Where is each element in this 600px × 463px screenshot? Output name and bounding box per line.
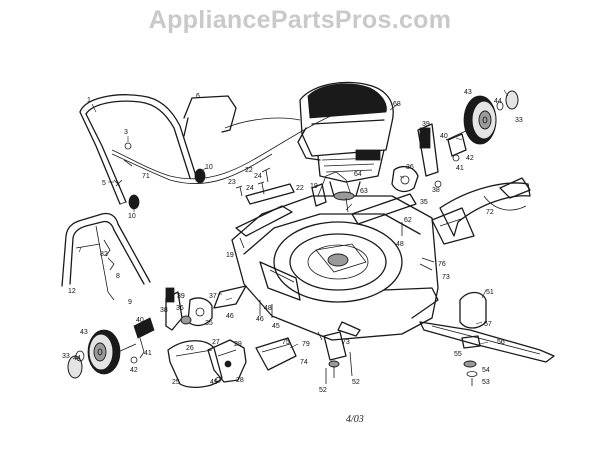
lbl-3: 3 — [124, 129, 128, 136]
lbl-51: 51 — [486, 289, 494, 296]
lbl-42a: 42 — [130, 367, 138, 374]
mounting-plate — [351, 193, 417, 225]
lbl-10b: 10 — [205, 164, 213, 171]
lbl-74: 74 — [300, 359, 308, 366]
lbl-10a: 10 — [128, 213, 136, 220]
lbl-48a: 48 — [264, 305, 272, 312]
lbl-36a: 36 — [176, 305, 184, 312]
cutting-blade — [419, 291, 555, 386]
lbl-57: 57 — [484, 321, 492, 328]
lbl-36b: 36 — [406, 164, 414, 171]
lbl-49: 49 — [210, 379, 218, 386]
front-left-wheel — [67, 317, 155, 379]
lbl-8: 8 — [116, 273, 120, 280]
lbl-41a: 41 — [144, 350, 152, 357]
lbl-1: 1 — [87, 97, 91, 104]
lbl-9: 9 — [128, 299, 132, 306]
lbl-54: 54 — [482, 367, 490, 374]
lbl-46b: 46 — [256, 316, 264, 323]
lbl-52b: 52 — [352, 379, 360, 386]
lbl-44a: 44 — [73, 355, 81, 362]
lbl-75: 75 — [282, 339, 290, 346]
rear-guard — [439, 177, 531, 237]
rear-right-wheel — [445, 90, 519, 162]
lbl-22b: 22 — [296, 185, 304, 192]
lbl-38b: 38 — [432, 187, 440, 194]
lbl-48b: 48 — [396, 241, 404, 248]
leader-lines — [91, 89, 509, 349]
diagram-page-code: 4/03 — [346, 414, 364, 425]
lbl-24a: 24 — [246, 185, 254, 192]
lbl-12: 12 — [68, 288, 76, 295]
lbl-53: 53 — [482, 379, 490, 386]
lbl-35b: 35 — [420, 199, 428, 206]
lbl-35a: 35 — [205, 320, 213, 327]
site-watermark: AppliancePartsPros.com — [148, 6, 452, 34]
lbl-63: 63 — [360, 188, 368, 195]
lbl-62: 62 — [404, 217, 412, 224]
left-height-adjuster — [165, 287, 213, 331]
engine — [297, 81, 394, 213]
lower-handle — [61, 212, 151, 301]
lbl-45: 45 — [272, 323, 280, 330]
lbl-82: 82 — [100, 251, 108, 258]
lbl-33b: 33 — [515, 117, 523, 124]
lbl-64: 64 — [354, 171, 362, 178]
control-bar — [183, 95, 237, 137]
lbl-76: 76 — [438, 261, 446, 268]
lbl-33a: 33 — [62, 353, 70, 360]
lbl-25: 25 — [172, 379, 180, 386]
lbl-52a: 52 — [319, 387, 327, 394]
lbl-41b: 41 — [456, 165, 464, 172]
right-height-adjuster — [391, 123, 442, 193]
upper-handle — [79, 94, 341, 205]
lbl-26: 26 — [186, 345, 194, 352]
rear-baffle — [213, 285, 247, 309]
lbl-40a: 40 — [136, 317, 144, 324]
lbl-23: 23 — [228, 179, 236, 186]
lbl-42b: 42 — [466, 155, 474, 162]
lbl-6: 6 — [196, 93, 200, 100]
lbl-40b: 40 — [440, 133, 448, 140]
rear-flap — [255, 337, 297, 371]
lbl-39a: 39 — [177, 293, 185, 300]
lbl-44b: 44 — [494, 98, 502, 105]
lbl-28: 28 — [236, 377, 244, 384]
lbl-19b: 19 — [226, 252, 234, 259]
lbl-22a: 22 — [245, 167, 253, 174]
lbl-55: 55 — [454, 351, 462, 358]
lbl-43a: 43 — [80, 329, 88, 336]
lbl-19a: 19 — [310, 183, 318, 190]
lbl-38a: 38 — [160, 307, 168, 314]
discharge-door — [207, 339, 247, 383]
lbl-5: 5 — [102, 180, 106, 187]
lbl-79: 79 — [302, 341, 310, 348]
lbl-68: 68 — [393, 101, 401, 108]
lbl-56: 56 — [497, 339, 505, 346]
mulch-plug — [167, 340, 223, 389]
lbl-24b: 24 — [254, 173, 262, 180]
lbl-46a: 46 — [226, 313, 234, 320]
lbl-72: 72 — [486, 209, 494, 216]
lbl-37: 37 — [209, 293, 217, 300]
lbl-7: 7 — [78, 247, 82, 254]
hardware-bolts — [235, 167, 435, 384]
mower-deck — [231, 171, 439, 341]
callout-labels: 1 3 5 71 10 6 10 7 82 8 12 9 43 33 44 40… — [62, 89, 523, 394]
side-panel — [431, 207, 475, 245]
lbl-73b: 73 — [442, 274, 450, 281]
lbl-39b: 39 — [422, 121, 430, 128]
lbl-27: 27 — [212, 339, 220, 346]
lbl-43b: 43 — [464, 89, 472, 96]
lbl-71: 71 — [142, 173, 150, 180]
lbl-73a: 73 — [342, 339, 350, 346]
lbl-29: 29 — [234, 341, 242, 348]
